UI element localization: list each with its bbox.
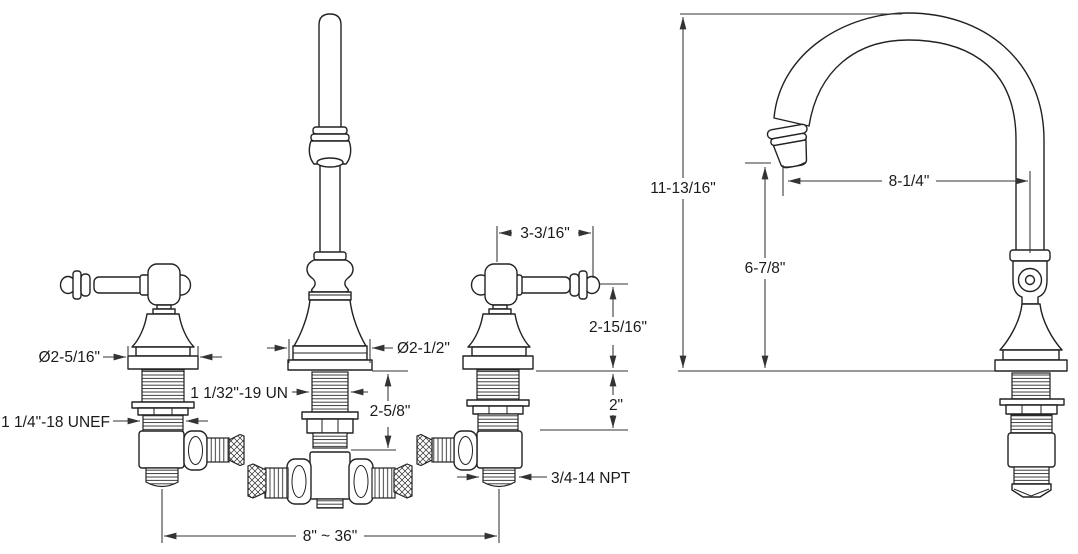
left-outlet-hose (183, 430, 245, 471)
dim-supply-thread: 3/4-14 NPT (457, 470, 631, 487)
center-right-hose (348, 458, 413, 505)
left-handle-lever (59, 263, 192, 306)
dim-under-deck-length: 2" (540, 373, 628, 431)
dim-label-overall-height: 11-13/16" (650, 180, 716, 197)
dim-label-handle-reach: 3-3/16" (520, 225, 569, 242)
right-shank-threads-lower (477, 413, 519, 432)
dim-label-left-base-diameter: Ø2-5/16" (38, 349, 100, 366)
spout-bottom-adapter (1011, 466, 1052, 498)
gooseneck-spout (773, 12, 1045, 259)
spout-collar (313, 251, 347, 261)
center-bottom-stub (316, 498, 344, 509)
center-left-hose (247, 458, 312, 505)
spout-base-flange-side (994, 349, 1068, 372)
right-shank-threads-upper (476, 369, 520, 401)
dim-spread-range: 8" ~ 36" (161, 489, 500, 545)
dim-handle-reach: 3-3/16" (496, 225, 594, 278)
left-shank-threads-upper (141, 369, 185, 403)
dim-spout-clearance: 6-7/8" (745, 162, 786, 369)
dim-label-left-shank-thread: 1 1/4"-18 UNEF (1, 414, 110, 431)
dim-label-spout-reach: 8-1/4" (889, 173, 930, 190)
center-mounting-nut (301, 411, 359, 434)
right-handle-base-flange (462, 346, 534, 370)
spout-connector-body (1007, 432, 1056, 468)
dim-label-under-deck-length: 2" (609, 397, 623, 414)
center-shank-threads-lower (312, 432, 348, 449)
spout-tube-lower (319, 157, 341, 254)
right-handle-lever (470, 263, 601, 306)
dim-label-supply-thread: 3/4-14 NPT (551, 470, 631, 487)
dim-center-shank-length: 2-5/8" (351, 370, 411, 451)
center-tee-body (309, 451, 351, 500)
spout-shank-threads-upper (1011, 372, 1051, 400)
right-supply-thread (482, 467, 516, 488)
dim-label-spout-clearance: 6-7/8" (745, 260, 786, 277)
right-handle-bell (467, 313, 531, 348)
dim-spout-reach: 8-1/4" (782, 165, 1031, 253)
spout-bell (293, 299, 367, 347)
dim-center-shank-thread: 1 1/32"-19 UN (190, 385, 368, 402)
left-handle-base-flange (127, 346, 199, 370)
right-valve-body (476, 430, 523, 469)
left-supply-thread (145, 467, 179, 488)
front-view: Ø2-5/16" 1 1/4"-18 UNEF 1 1/32"-19 UN Ø2… (1, 13, 647, 545)
dim-label-center-shank-length: 2-5/8" (370, 403, 411, 420)
dim-left-base-diameter: Ø2-5/16" (38, 346, 222, 369)
side-view: 11-13/16" 6-7/8" 8-1/4" (650, 12, 1068, 498)
spout-shank-threads-lower (1010, 414, 1053, 434)
spout-mounting-nut (999, 398, 1065, 415)
spout-vase (306, 259, 354, 293)
left-shank-threads-lower (142, 414, 184, 432)
left-valve-body (138, 430, 185, 469)
spout-base-flange (287, 345, 373, 371)
spout-nozzle-side (766, 123, 808, 169)
spout-ring-band (308, 291, 352, 301)
spout-tube-upper (318, 13, 342, 129)
right-handle-stem (488, 304, 512, 315)
dim-label-spread-range: 8" ~ 36" (303, 528, 358, 545)
spout-swivel-joint (1009, 249, 1051, 305)
left-mounting-nut (131, 401, 195, 416)
right-handle-assembly (416, 263, 601, 488)
dim-center-base-diameter: Ø2-1/2" (267, 339, 450, 363)
left-handle-assembly (59, 263, 245, 488)
right-mounting-nut (466, 399, 530, 415)
center-shank-threads (311, 371, 349, 413)
left-handle-bell (131, 313, 195, 348)
dim-label-center-shank-thread: 1 1/32"-19 UN (190, 385, 288, 402)
dim-overall-height: 11-13/16" (650, 13, 902, 369)
dim-label-handle-height: 2-15/16" (589, 319, 647, 336)
right-outlet-hose (416, 430, 478, 471)
dim-label-center-base-diameter: Ø2-1/2" (397, 340, 450, 357)
center-spout-assembly (247, 13, 413, 509)
spout-nozzle-front (308, 126, 352, 168)
spout-bell-side (999, 303, 1063, 351)
dim-left-shank-thread: 1 1/4"-18 UNEF (1, 414, 208, 431)
left-handle-stem (152, 304, 176, 315)
dim-handle-height: 2-15/16" (536, 283, 647, 372)
